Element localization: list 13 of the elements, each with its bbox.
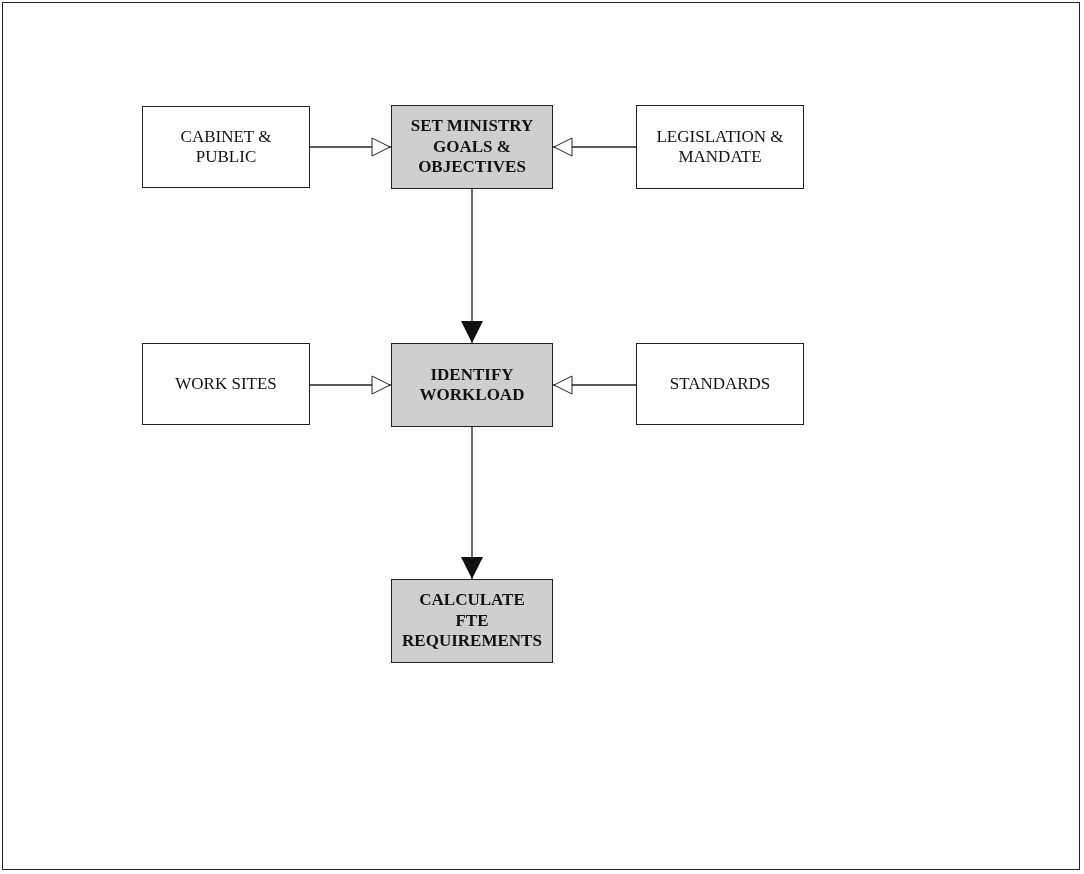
arrow — [461, 426, 483, 580]
process-box: IDENTIFY WORKLOAD — [391, 343, 553, 427]
process-box: CALCULATE FTE REQUIREMENTS — [391, 579, 553, 663]
input-box: WORK SITES — [142, 343, 310, 425]
arrow — [461, 188, 483, 344]
input-box: CABINET & PUBLIC — [142, 106, 310, 188]
input-box: STANDARDS — [636, 343, 804, 425]
process-box: SET MINISTRY GOALS & OBJECTIVES — [391, 105, 553, 189]
arrow — [552, 375, 637, 395]
arrow — [552, 137, 637, 157]
arrow — [309, 137, 392, 157]
arrow — [309, 375, 392, 395]
input-box: LEGISLATION & MANDATE — [636, 105, 804, 189]
